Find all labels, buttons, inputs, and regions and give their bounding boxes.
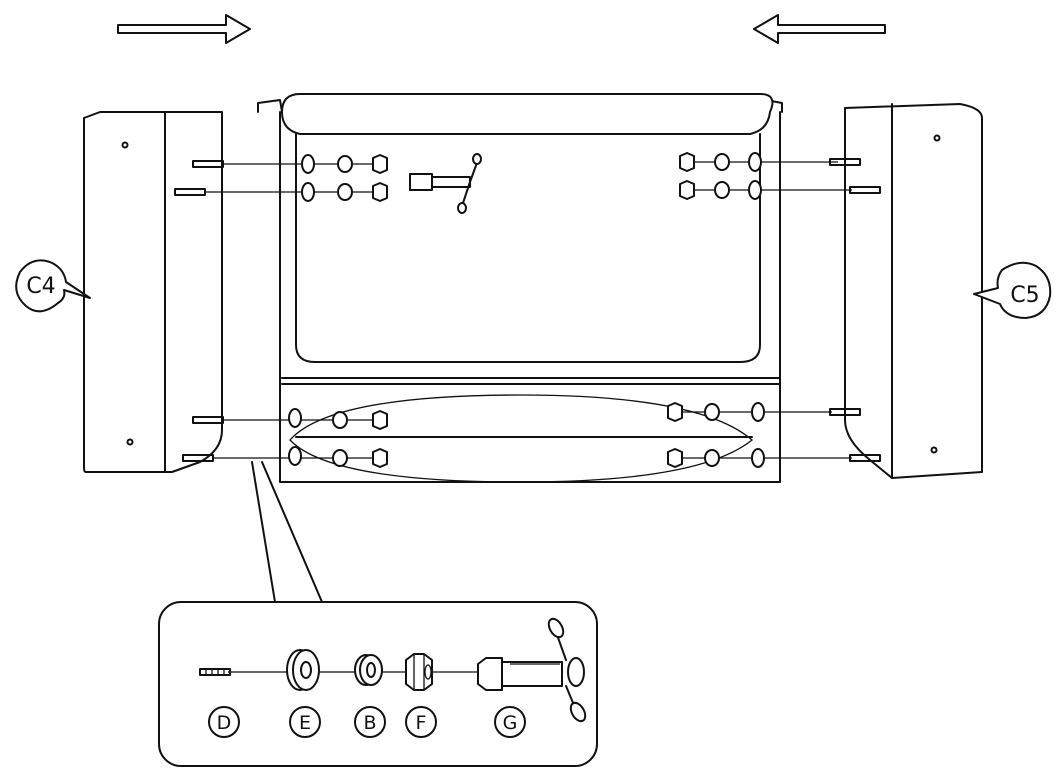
- bolt-icon: [199, 668, 231, 676]
- callout-c4: C4: [15, 259, 91, 313]
- hardware-top-left: [174, 154, 388, 202]
- tee-wrench-icon: [409, 153, 482, 214]
- split-washer-icon: [354, 654, 383, 686]
- tee-wrench-detail-icon: [477, 617, 587, 723]
- part-label-e: E: [299, 712, 311, 734]
- part-label-g: G: [503, 712, 518, 734]
- hex-nut-icon: [405, 653, 433, 691]
- hardware-top-right: [679, 152, 881, 200]
- zoom-leader: [251, 461, 323, 603]
- callout-c5-label: C5: [1010, 283, 1039, 308]
- part-label-f: F: [416, 712, 427, 734]
- arrow-right-icon: [117, 14, 251, 44]
- right-side-panel: [844, 103, 983, 479]
- callout-c4-label: C4: [26, 274, 55, 299]
- arrow-left-icon: [753, 14, 886, 44]
- part-label-d: D: [217, 712, 232, 734]
- flat-washer-icon: [286, 649, 320, 691]
- hardware-bottom-left: [182, 408, 388, 468]
- center-frame: [257, 93, 783, 483]
- detail-inset: D E B F G: [158, 601, 598, 767]
- callout-c5: C5: [973, 261, 1052, 319]
- part-label-b: B: [363, 712, 376, 734]
- hardware-bottom-right: [667, 402, 881, 468]
